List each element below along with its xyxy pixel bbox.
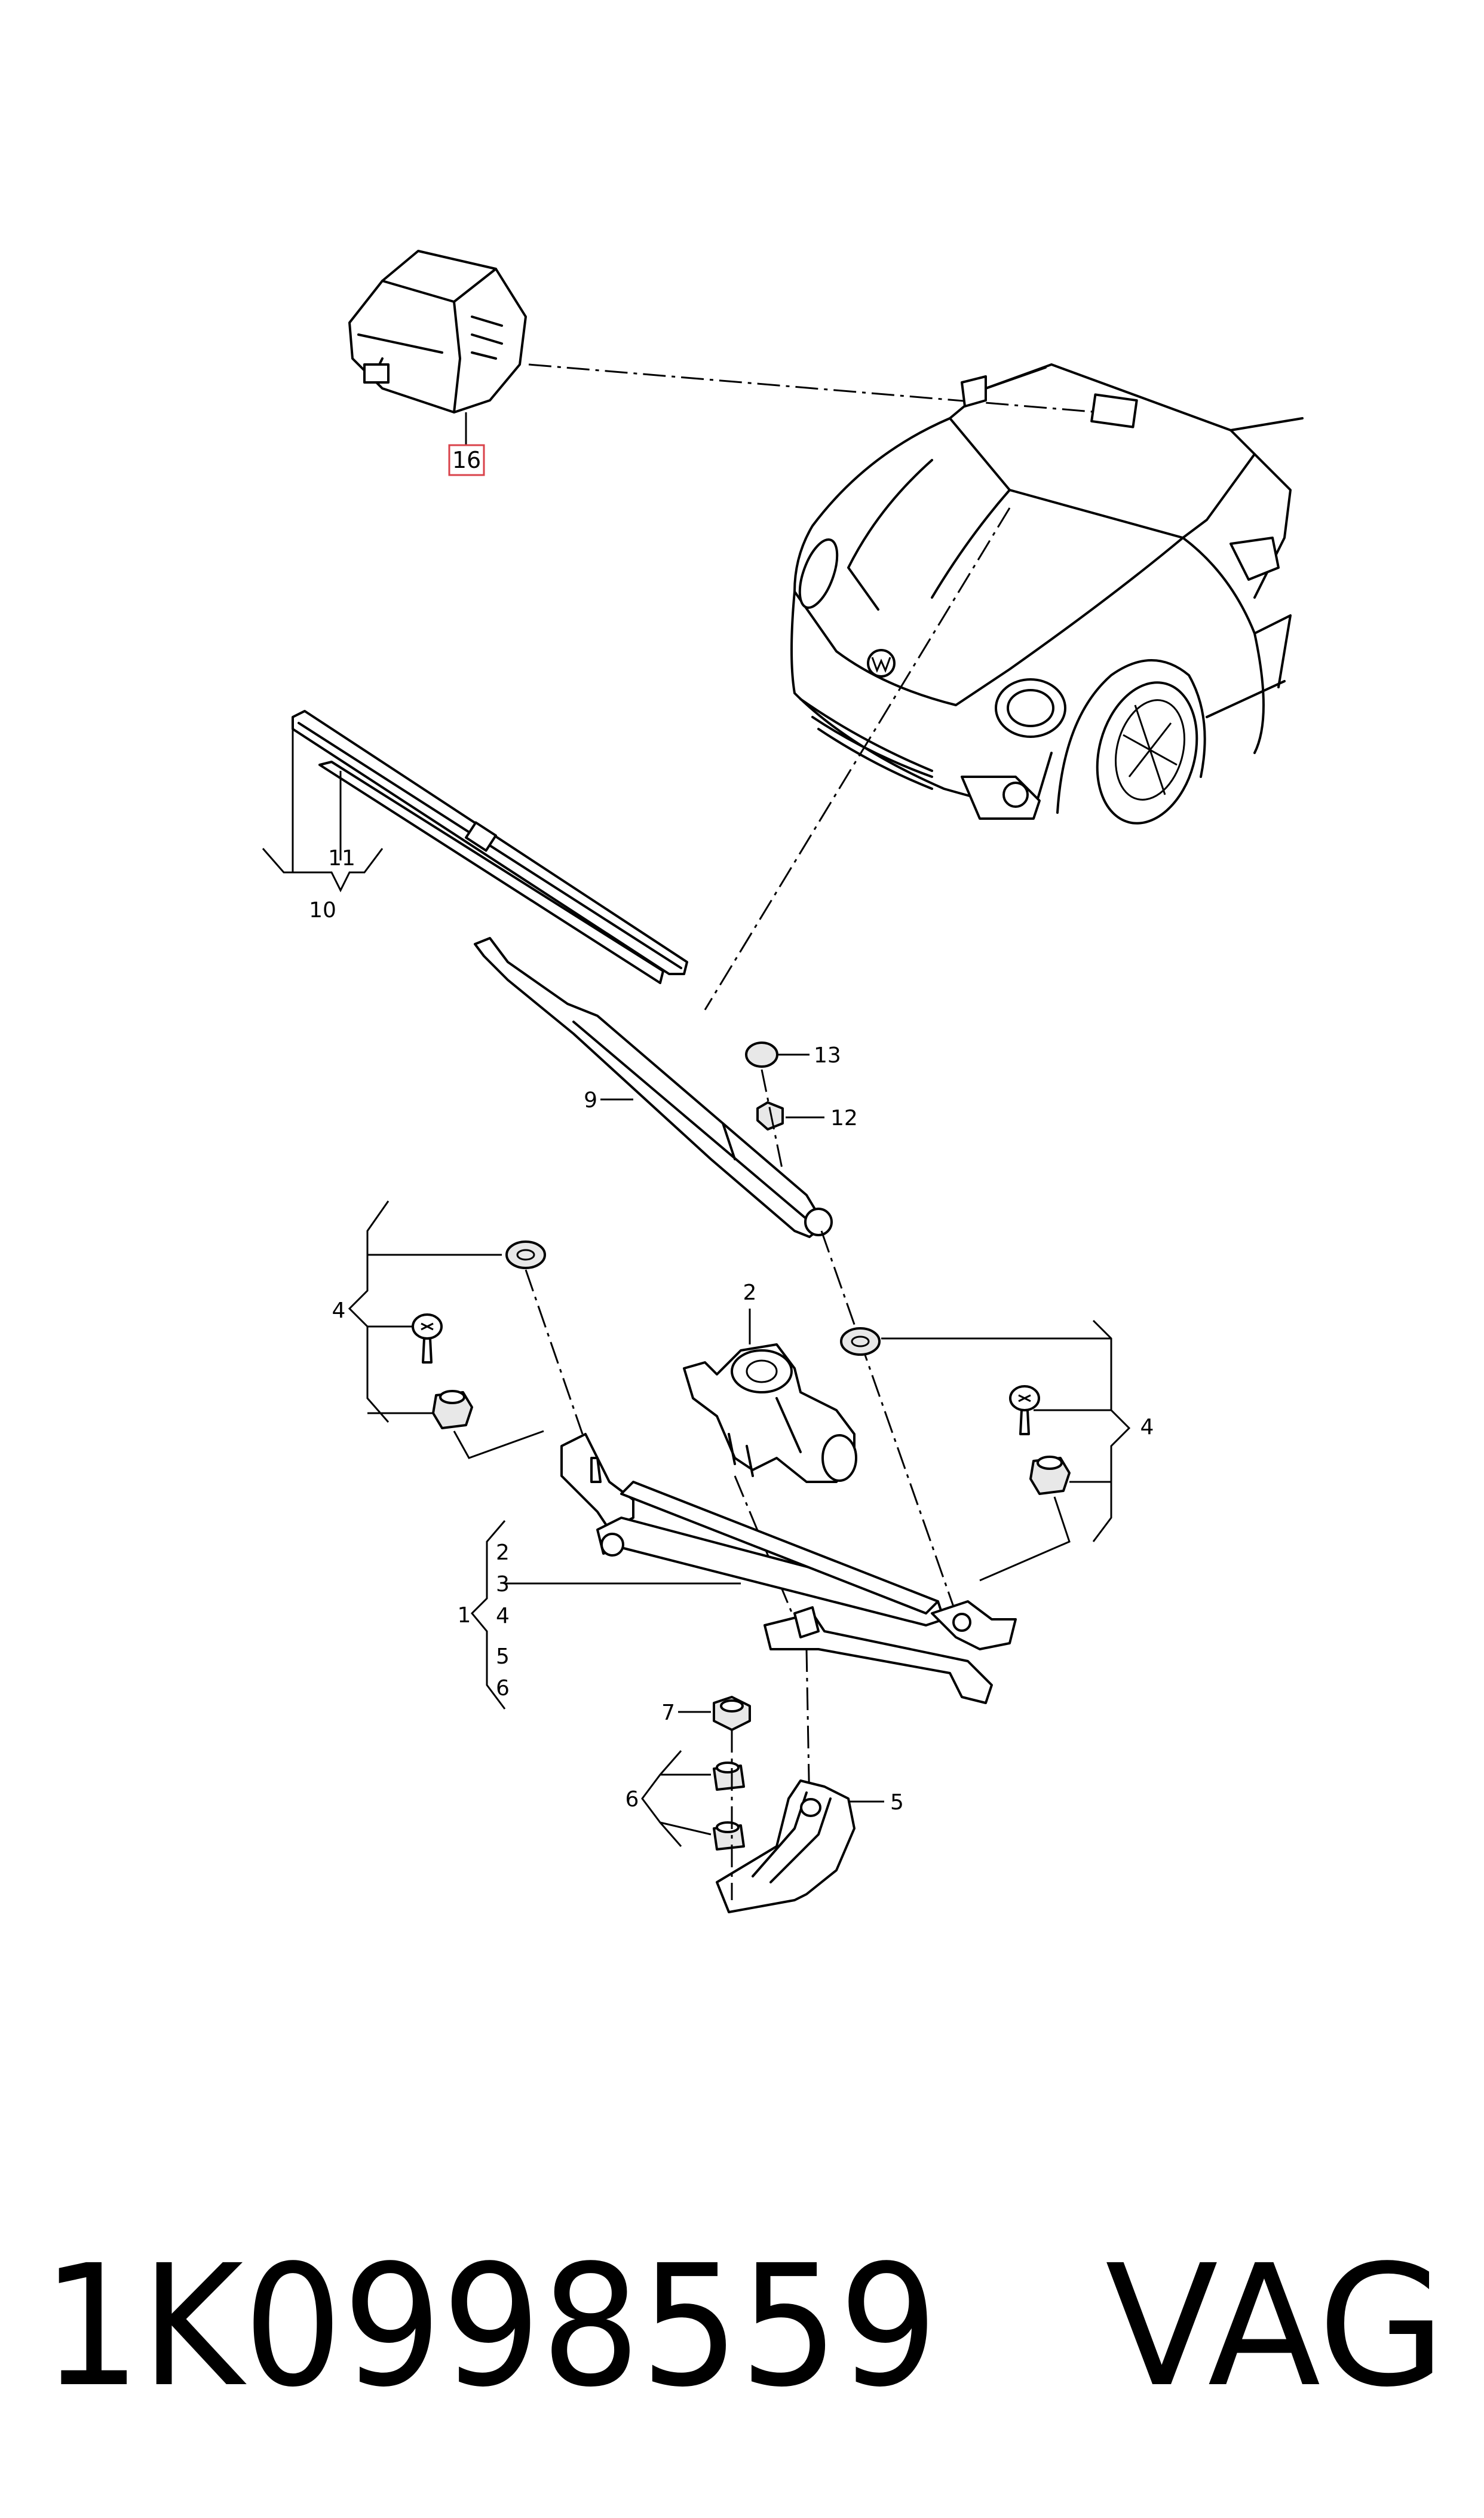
label-group-6: 6 (496, 1676, 510, 1701)
label-group-5: 5 (496, 1644, 510, 1669)
part-number: 1K0998559 (42, 2229, 938, 2424)
screw-part-right (1009, 1385, 1040, 1435)
wiper-blade-part (292, 710, 688, 984)
label-1: 1 (458, 1603, 471, 1628)
car-illustration (790, 363, 1304, 825)
dash-line-car-to-arm (704, 507, 1011, 1010)
nut-part-12 (756, 1101, 784, 1131)
label-7: 7 (661, 1701, 675, 1725)
wiper-motor-part (683, 1343, 857, 1483)
label-9: 9 (584, 1088, 597, 1113)
dash-line-16 (528, 363, 1100, 413)
screw-part-left (412, 1313, 443, 1364)
label-5: 5 (890, 1790, 904, 1815)
grommet-part-left (432, 1390, 473, 1429)
wiper-arm-part (474, 937, 833, 1238)
dash-line-right-grommet (979, 1496, 1071, 1582)
dash-line-arm-to-linkage (820, 1230, 957, 1614)
leader-10-11 (262, 726, 384, 893)
bracket-1-group (470, 1520, 741, 1710)
bracket-4-left (348, 1200, 502, 1423)
label-group-4: 4 (496, 1604, 510, 1628)
label-group-2: 2 (496, 1540, 510, 1565)
label-group-3: 3 (496, 1572, 510, 1597)
label-16: 16 (452, 447, 481, 473)
wiper-linkage-part (560, 1433, 1017, 1704)
brand-name: VAG (1105, 2229, 1446, 2424)
nut-part-7 (713, 1696, 751, 1731)
bushing-part-6-top (713, 1762, 745, 1791)
mounting-plate-part-5 (716, 1779, 856, 1913)
label-6: 6 (626, 1787, 639, 1812)
dash-line-left-grommet (453, 1430, 544, 1459)
bracket-4-right (881, 1319, 1131, 1542)
label-2: 2 (743, 1281, 757, 1305)
grommet-part-right (1029, 1456, 1071, 1495)
highlight-box-16 (448, 444, 485, 476)
washer-part-right (840, 1327, 881, 1356)
label-13: 13 (814, 1043, 841, 1068)
label-10: 10 (309, 898, 336, 923)
bushing-part-6-bottom (713, 1821, 745, 1851)
washer-part-left (505, 1240, 546, 1269)
rain-sensor-part (348, 250, 527, 413)
cap-part-13 (745, 1041, 778, 1068)
label-11: 11 (328, 846, 355, 871)
dash-line-13-12 (761, 1069, 784, 1172)
bracket-6 (641, 1750, 712, 1847)
label-4-right: 4 (1140, 1415, 1154, 1439)
label-12: 12 (830, 1106, 858, 1131)
label-4-left: 4 (332, 1298, 346, 1323)
dash-line-left-washer (525, 1269, 584, 1435)
